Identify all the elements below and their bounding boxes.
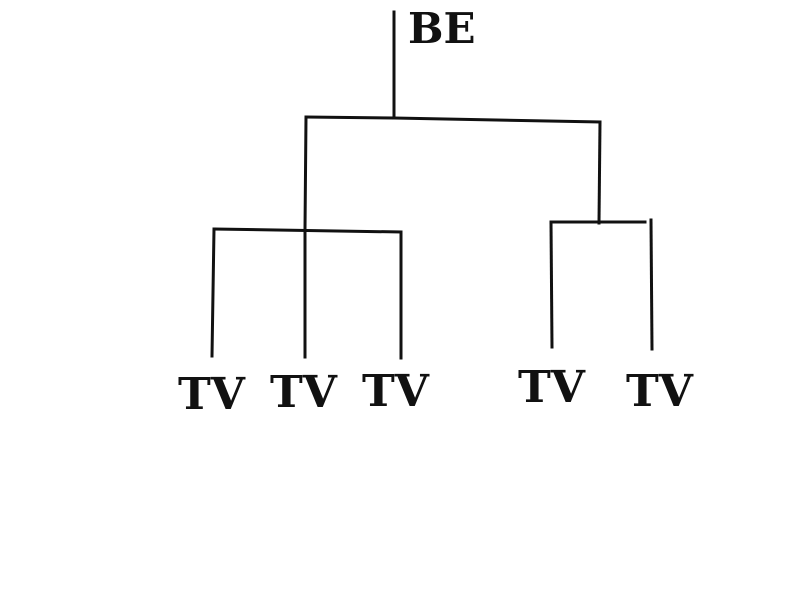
leaf-label-4: TV	[518, 362, 586, 413]
leaf-drop-1	[210, 227, 216, 358]
leaf-drop-5	[649, 218, 654, 351]
left-branch-stem	[303, 115, 308, 231]
leaf-label-1: TV	[178, 369, 246, 420]
right-branch-stem	[597, 120, 602, 225]
leaf-label-2: TV	[270, 367, 338, 418]
leaf-label-3: TV	[362, 366, 430, 417]
leaf-label-5: TV	[626, 366, 694, 417]
root-label: BE	[408, 4, 476, 53]
left-group-crossbar	[212, 227, 403, 234]
top-crossbar	[304, 115, 602, 124]
leaf-drop-4	[549, 220, 554, 349]
